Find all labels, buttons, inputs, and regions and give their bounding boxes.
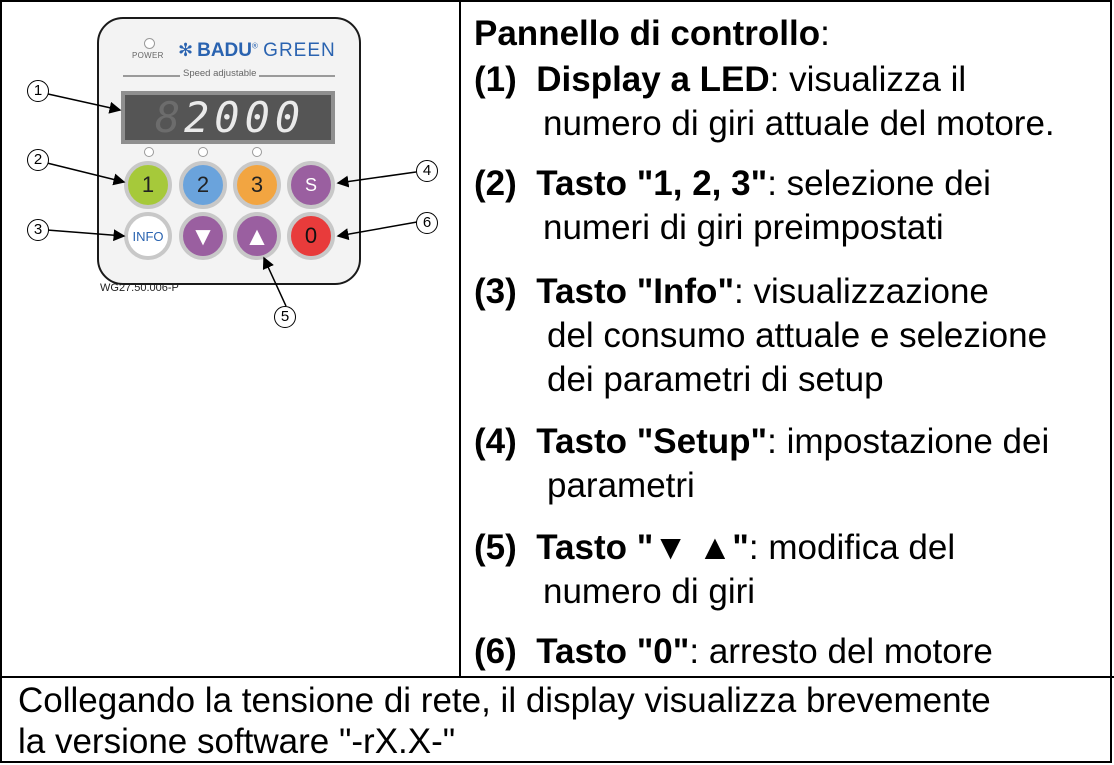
item-3-line1: visualizzazione [743, 272, 989, 311]
item-4-sep: : [767, 422, 777, 461]
item-1-sep: : [769, 60, 780, 99]
callout-1: 1 [27, 80, 49, 102]
item-5-line2: numero di giri [543, 572, 756, 611]
footer-note: Collegando la tensione di rete, il displ… [18, 680, 991, 762]
info-label: INFO [132, 228, 164, 244]
item-1-num: (1) [474, 60, 517, 99]
callout-3: 3 [27, 219, 49, 241]
brand-thin: GREEN [263, 40, 336, 61]
registered-mark: ® [251, 41, 258, 51]
speed-adjustable-label: Speed adjustable [180, 68, 260, 79]
item-5-key: Tasto "▼ ▲" [536, 528, 749, 567]
panel-title-text: Pannello di controllo [474, 14, 821, 53]
footer-line-2: la versione software "-rX.X-" [18, 722, 456, 761]
callout-6: 6 [416, 212, 438, 234]
fan-icon: ✻ [178, 40, 194, 60]
down-button[interactable]: ▼ [179, 212, 227, 260]
stop-label: 0 [304, 223, 318, 248]
footer-line-1: Collegando la tensione di rete, il displ… [18, 681, 991, 720]
info-button[interactable]: INFO [124, 212, 172, 260]
item-6-num: (6) [474, 632, 517, 671]
item-6-sep: : [689, 632, 700, 671]
item-5-sep: : [748, 528, 759, 567]
item-2-sep: : [767, 164, 777, 203]
item-5-num: (5) [474, 528, 517, 567]
down-arrow-icon: ▼ [190, 220, 216, 251]
speed-led-2 [198, 147, 208, 157]
setup-label: S [304, 174, 317, 195]
speed-1-label: 1 [141, 172, 155, 197]
item-6-key: Tasto "0" [536, 632, 690, 671]
item-3-line2: del consumo attuale e selezione [547, 316, 1048, 355]
up-arrow-icon: ▲ [244, 220, 270, 251]
panel-title-colon: : [820, 14, 830, 53]
item-4-num: (4) [474, 422, 517, 461]
item-4-heading: (4) Tasto "Setup": impostazione dei [474, 420, 1049, 464]
speed-3-button[interactable]: 3 [233, 161, 281, 209]
item-3-sep: : [734, 272, 744, 311]
item-3-key: Tasto "Info" [536, 272, 735, 311]
column-divider [459, 0, 461, 678]
item-6-line1: arresto del motore [699, 632, 993, 671]
brand-logo: ✻BADU® GREEN [178, 40, 336, 62]
item-1-line2: numero di giri attuale del motore. [543, 104, 1055, 143]
item-4-line1: impostazione dei [776, 422, 1050, 461]
item-2-num: (2) [474, 164, 517, 203]
power-led [144, 38, 155, 49]
speed-3-label: 3 [250, 172, 264, 197]
item-3-heading: (3) Tasto "Info": visualizzazione [474, 270, 989, 314]
item-2-line1: selezione dei [776, 164, 991, 203]
item-3-line3: dei parametri di setup [547, 360, 884, 399]
callout-arrows [46, 93, 418, 307]
led-display [121, 91, 335, 144]
item-2-heading: (2) Tasto "1, 2, 3": selezione dei [474, 162, 991, 206]
item-3-num: (3) [474, 272, 517, 311]
item-1-key: Display a LED [536, 60, 770, 99]
display-ghost-digit: 8 [155, 93, 181, 142]
item-5-line1: modifica del [758, 528, 956, 567]
speed-1-button[interactable]: 1 [124, 161, 172, 209]
callout-5: 5 [274, 306, 296, 328]
item-6-heading: (6) Tasto "0": arresto del motore [474, 630, 993, 674]
up-button[interactable]: ▲ [233, 212, 281, 260]
item-2-key: Tasto "1, 2, 3" [536, 164, 768, 203]
item-4-line2: parametri [547, 466, 695, 505]
callout-2: 2 [27, 149, 49, 171]
speed-2-button[interactable]: 2 [179, 161, 227, 209]
item-2-line2: numeri di giri preimpostati [543, 208, 944, 247]
power-label: POWER [132, 51, 164, 60]
speed-led-1 [144, 147, 154, 157]
item-1-heading: (1) Display a LED: visualizza il [474, 58, 966, 102]
model-code: WG27.50.006-P [100, 282, 179, 294]
display-value: 2000 [184, 93, 306, 142]
row-divider [0, 676, 1114, 678]
item-1-line1: visualizza il [779, 60, 967, 99]
speed-led-3 [252, 147, 262, 157]
setup-button[interactable]: S [287, 161, 335, 209]
panel-title: Pannello di controllo: [474, 12, 830, 56]
callout-4: 4 [416, 160, 438, 182]
item-5-heading: (5) Tasto "▼ ▲": modifica del [474, 526, 955, 570]
speed-2-label: 2 [196, 172, 210, 197]
brand-bold: BADU [197, 40, 252, 61]
item-4-key: Tasto "Setup" [536, 422, 768, 461]
stop-button[interactable]: 0 [287, 212, 335, 260]
